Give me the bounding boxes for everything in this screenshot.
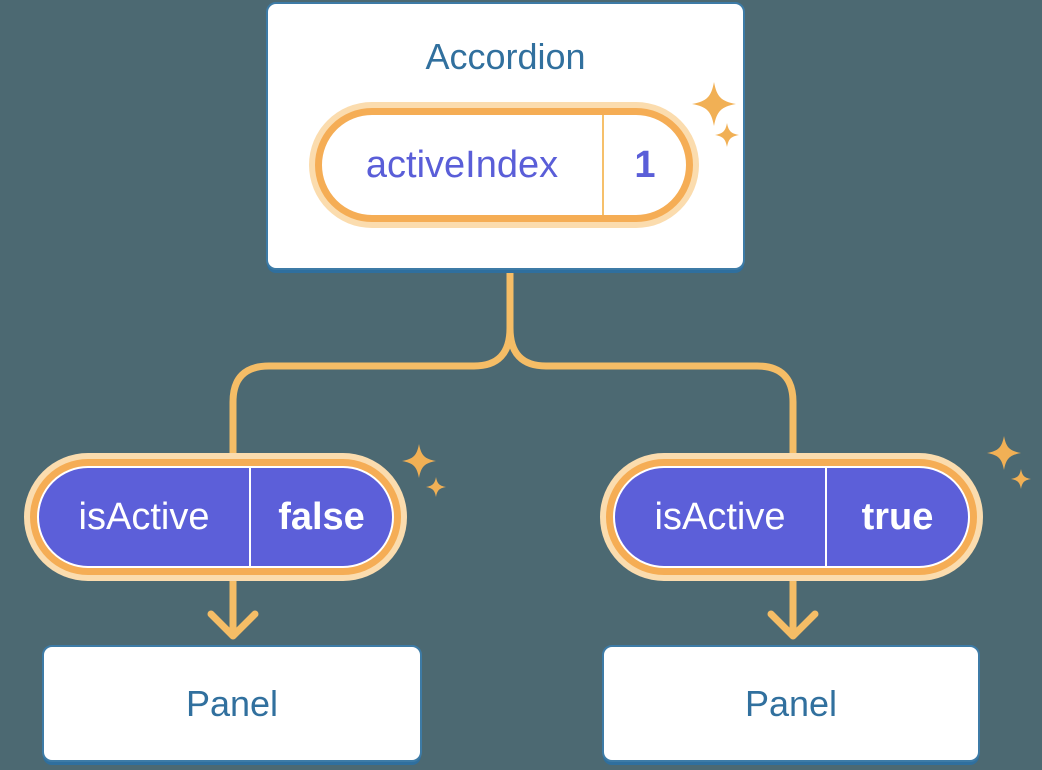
is-active-pill-left: isActive false [37,466,394,568]
state-label: activeIndex [365,143,559,186]
is-active-pill-right: isActive true [613,466,970,568]
sparkle-icon [426,477,446,497]
pill-divider [602,115,604,215]
sparkle-icon [402,444,436,478]
branch-line-left [229,259,514,634]
prop-value: false [278,495,365,538]
state-value: 1 [634,143,656,186]
panel-card-right: Panel [602,645,980,762]
accordion-title: Accordion [425,36,586,77]
sparkle-icon [987,436,1021,470]
panel-card-left: Panel [42,645,422,762]
active-index-state-pill: activeIndex 1 [315,108,693,222]
branch-line-right [506,259,797,634]
accordion-card: Accordion activeIndex 1 [266,2,745,270]
arrowhead-right-icon [767,610,819,640]
prop-label: isActive [654,495,786,538]
prop-value: true [861,495,934,538]
sparkle-icon [1011,469,1031,489]
arrowhead-left-icon [207,610,259,640]
pill-divider [825,468,827,566]
prop-label: isActive [78,495,210,538]
